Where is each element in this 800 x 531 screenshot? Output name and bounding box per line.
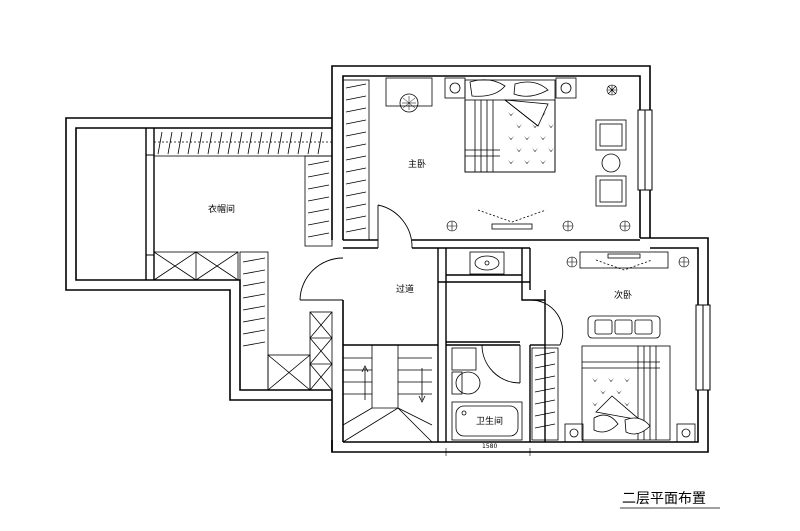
drawing-title: 二层平面布置	[622, 491, 706, 507]
second-bedroom-sofa	[587, 315, 661, 339]
bathtub	[451, 401, 523, 441]
toilet	[451, 347, 481, 395]
label-master-bedroom: 主卧	[408, 158, 426, 170]
master-wardrobe	[342, 79, 370, 241]
label-bathroom: 卫生间	[476, 415, 503, 427]
doors	[299, 204, 564, 384]
plants	[446, 84, 690, 268]
windows	[145, 109, 711, 391]
staircase	[342, 345, 433, 443]
second-bedroom-bed	[564, 345, 696, 443]
master-sofa-set	[595, 119, 627, 207]
cloakroom-wardrobes	[153, 127, 333, 391]
master-bed	[444, 77, 577, 173]
second-bedroom-wardrobe	[531, 347, 559, 441]
second-bedroom-tv	[579, 251, 669, 271]
master-desk	[385, 77, 433, 113]
label-cloakroom: 衣帽间	[208, 203, 235, 215]
interior-walls	[145, 128, 640, 442]
label-second-bedroom: 次卧	[614, 289, 632, 301]
label-corridor: 过道	[396, 283, 414, 295]
master-tv-cabinet	[477, 209, 547, 230]
dimension-line	[445, 448, 531, 456]
wash-basin	[469, 251, 505, 275]
dimension-label: 1580	[482, 443, 497, 450]
